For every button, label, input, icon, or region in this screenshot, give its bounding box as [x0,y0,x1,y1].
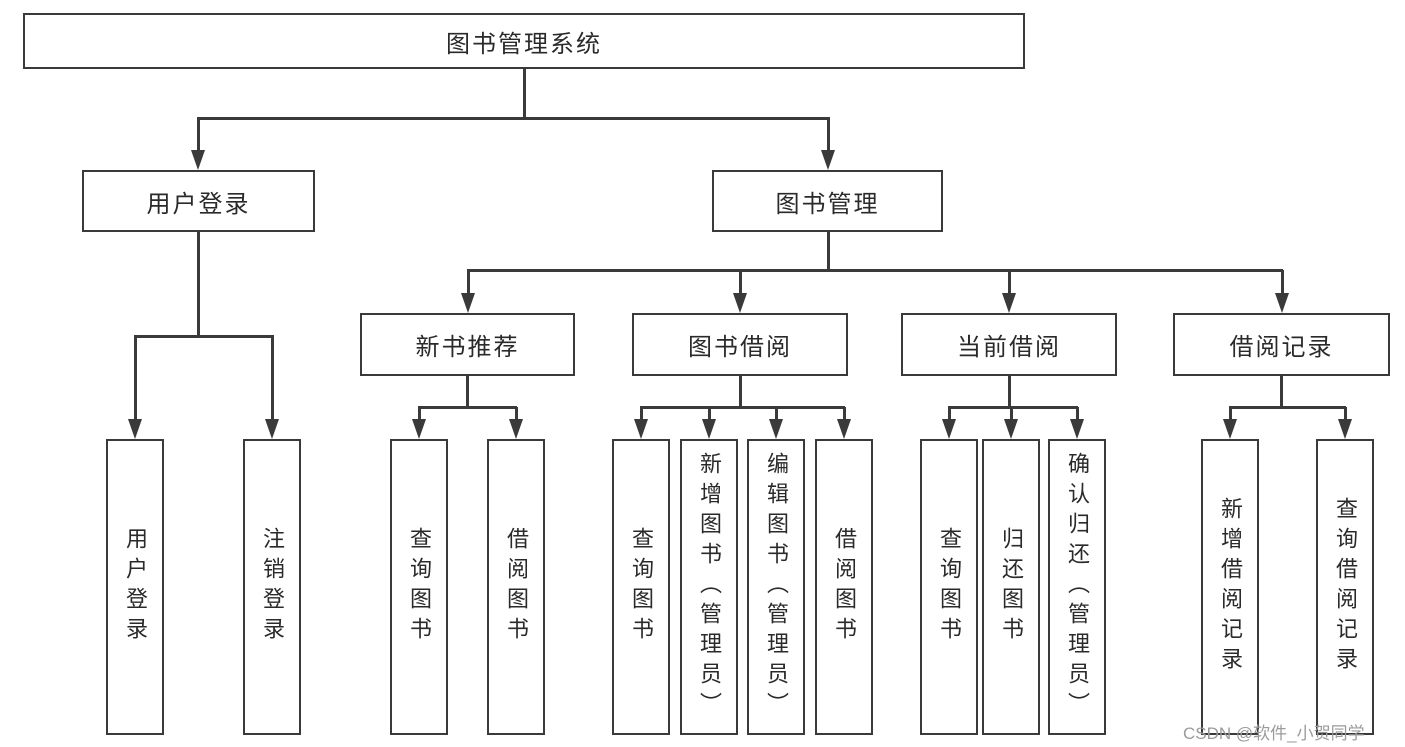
edge-book-borrow-drop [739,376,742,408]
arrowhead-br-add [1223,419,1237,439]
edge-drop-leaf-login [134,336,137,421]
leaf-add-book-admin-label: 新增图书（管理员） [697,452,722,722]
leaf-query-books-borrow: 查询图书 [612,439,670,735]
arrowhead-book-borrow [733,293,747,313]
leaf-query-books-recommend: 查询图书 [390,439,448,735]
edge-drop-cb-confirm [1076,407,1079,421]
edge-drop-nb-query [418,407,421,421]
node-user-login-label: 用户登录 [146,190,251,218]
edge-drop-borrow-records [1281,270,1284,295]
leaf-user-login-label: 用户登录 [123,527,148,647]
edge-drop-new-book [467,270,470,295]
arrowhead-leaf-login [128,419,142,439]
node-book-borrow-label: 图书借阅 [688,334,792,361]
node-current-borrow: 当前借阅 [901,313,1117,376]
leaf-query-books-current-label: 查询图书 [937,527,962,647]
edge-drop-bb-add [708,407,711,421]
leaf-add-borrow-record: 新增借阅记录 [1201,439,1259,735]
leaf-query-books-borrow-label: 查询图书 [629,527,654,647]
edge-drop-book-borrow [739,270,742,295]
leaf-return-book: 归还图书 [982,439,1040,735]
arrowhead-nb-borrow [509,419,523,439]
edge-book-management-drop [827,232,830,271]
node-current-borrow-label: 当前借阅 [957,334,1061,361]
node-borrow-records: 借阅记录 [1173,313,1390,376]
arrowhead-cb-query [942,419,956,439]
leaf-query-borrow-record-label: 查询借阅记录 [1333,497,1358,677]
edge-drop-bb-borrow [843,407,846,421]
arrowhead-leaf-logout [265,419,279,439]
edge-new-book-branch [418,406,517,409]
node-borrow-records-label: 借阅记录 [1229,334,1334,361]
leaf-query-borrow-record: 查询借阅记录 [1316,439,1374,735]
leaf-confirm-return-admin-label: 确认归还（管理员） [1065,452,1090,722]
edge-drop-leaf-logout [271,336,274,421]
edge-drop-current-borrow [1008,270,1011,295]
edge-drop-bb-edit [775,407,778,421]
node-book-management: 图书管理 [712,170,943,232]
arrowhead-current-borrow [1002,293,1016,313]
edge-drop-user-login [197,118,200,152]
arrowhead-user-login [191,150,205,170]
node-new-book-recommend-label: 新书推荐 [415,334,520,361]
node-book-management-label: 图书管理 [775,190,880,218]
edge-book-borrow-branch [640,406,845,409]
leaf-logout-login: 注销登录 [243,439,301,735]
edge-new-book-drop [466,376,469,408]
arrowhead-bb-query [634,419,648,439]
arrowhead-nb-query [412,419,426,439]
leaf-edit-book-admin: 编辑图书（管理员） [747,439,805,735]
leaf-edit-book-admin-label: 编辑图书（管理员） [764,452,789,722]
node-root-label: 图书管理系统 [446,30,602,58]
arrowhead-borrow-records [1275,293,1289,313]
leaf-return-book-label: 归还图书 [999,527,1024,647]
edge-drop-cb-query [948,407,951,421]
leaf-borrow-books-recommend-label: 借阅图书 [504,527,529,647]
arrowhead-book-management [821,150,835,170]
edge-drop-bb-query [640,407,643,421]
node-new-book-recommend: 新书推荐 [360,313,575,376]
leaf-query-books-current: 查询图书 [920,439,978,735]
leaf-borrow-books-borrow-label: 借阅图书 [832,527,857,647]
arrowhead-cb-confirm [1070,419,1084,439]
node-root: 图书管理系统 [23,13,1025,69]
arrowhead-new-book [461,293,475,313]
node-user-login: 用户登录 [82,170,315,232]
arrowhead-br-query [1338,419,1352,439]
watermark: CSDN @软件_小贺同学 [1183,724,1365,743]
edge-current-borrow-branch [948,406,1078,409]
leaf-logout-login-label: 注销登录 [260,527,285,647]
leaf-user-login: 用户登录 [106,439,164,735]
edge-drop-nb-borrow [515,407,518,421]
arrowhead-bb-edit [769,419,783,439]
edge-drop-cb-return [1010,407,1013,421]
leaf-add-book-admin: 新增图书（管理员） [680,439,738,735]
edge-borrow-records-drop [1280,376,1283,408]
leaf-query-books-recommend-label: 查询图书 [407,527,432,647]
edge-user-login-branch [134,335,274,338]
edge-user-login-drop [197,232,200,337]
leaf-confirm-return-admin: 确认归还（管理员） [1048,439,1106,735]
edge-drop-br-query [1344,407,1347,421]
edge-drop-br-add [1229,407,1232,421]
edge-level1-branch [197,117,830,120]
arrowhead-bb-add [702,419,716,439]
leaf-borrow-books-recommend: 借阅图书 [487,439,545,735]
arrowhead-bb-borrow [837,419,851,439]
node-book-borrow: 图书借阅 [632,313,848,376]
edge-current-borrow-drop [1008,376,1011,408]
edge-root-drop [523,69,526,119]
edge-drop-book-management [827,118,830,152]
edge-borrow-records-branch [1229,406,1346,409]
leaf-borrow-books-borrow: 借阅图书 [815,439,873,735]
edge-level2-branch [467,269,1283,272]
arrowhead-cb-return [1004,419,1018,439]
leaf-add-borrow-record-label: 新增借阅记录 [1218,497,1243,677]
